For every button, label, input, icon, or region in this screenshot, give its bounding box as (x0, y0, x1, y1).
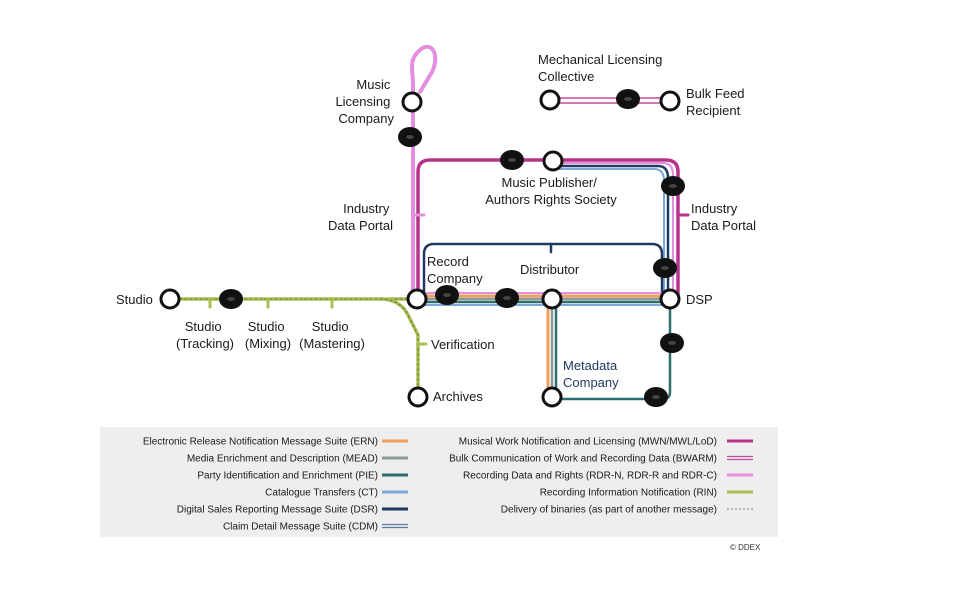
station-mlc[interactable] (539, 89, 561, 111)
station-dsp[interactable] (659, 288, 681, 310)
legend-left-3-label: Catalogue Transfers (CT) (265, 488, 378, 499)
station-studio[interactable] (159, 288, 181, 310)
route-rdr-inner (554, 162, 674, 297)
label-industry-data-portal-left: Industry Data Portal (328, 201, 393, 233)
legend-right-1-label: Bulk Communication of Work and Recording… (449, 454, 717, 465)
label-record-company: Record Company (427, 254, 483, 286)
station-distributor[interactable] (541, 288, 563, 310)
label-bulk-feed: Bulk Feed Recipient (686, 86, 748, 118)
stations (159, 89, 681, 408)
legend: Electronic Release Notification Message … (100, 427, 778, 537)
legend-background (100, 427, 778, 537)
label-studio: Studio (116, 292, 153, 307)
legend-right-2-label: Recording Data and Rights (RDR-N, RDR-R … (463, 471, 717, 482)
stop-right-lower[interactable] (660, 333, 684, 353)
stop-metadata-bottom[interactable] (644, 387, 668, 407)
stop-trunk-2[interactable] (495, 288, 519, 308)
stop-publisher-left[interactable] (500, 150, 524, 170)
station-bulk-feed[interactable] (659, 90, 681, 112)
route-binaries-branch (379, 298, 419, 396)
label-metadata-company: Metadata Company (563, 358, 621, 390)
station-metadata-company[interactable] (541, 386, 563, 408)
route-rin-branch (378, 297, 420, 397)
label-music-publisher: Music Publisher/ Authors Rights Society (485, 175, 617, 207)
label-archives: Archives (433, 389, 483, 404)
label-mlc: Mechanical Licensing Collective (538, 52, 666, 84)
stop-mlc-link[interactable] (398, 127, 422, 147)
interchange-stops (219, 89, 685, 407)
legend-left-5-label: Claim Detail Message Suite (CDM) (223, 522, 378, 533)
legend-right-4-label: Delivery of binaries (as part of another… (501, 505, 717, 516)
legend-right-3-label: Recording Information Notification (RIN) (540, 488, 717, 499)
legend-left-2-label: Party Identification and Enrichment (PIE… (197, 471, 378, 482)
stop-right-middle[interactable] (653, 258, 677, 278)
label-distributor: Distributor (520, 262, 580, 277)
label-studio-tracking: Studio (Tracking) (176, 319, 234, 351)
legend-right-column: Musical Work Notification and Licensing … (449, 437, 753, 516)
station-labels: Studio Studio (Tracking) Studio (Mixing)… (116, 52, 756, 404)
label-music-licensing-company: Music Licensing Company (335, 77, 394, 126)
route-rdr-loop (410, 44, 438, 302)
label-studio-mixing: Studio (Mixing) (245, 319, 291, 351)
station-music-publisher[interactable] (542, 150, 564, 172)
legend-left-4-label: Digital Sales Reporting Message Suite (D… (177, 505, 378, 516)
stop-bwarm[interactable] (616, 89, 640, 109)
legend-left-1-label: Media Enrichment and Description (MEAD) (187, 454, 378, 465)
stop-trunk-1[interactable] (435, 285, 459, 305)
legend-left-column: Electronic Release Notification Message … (143, 437, 408, 533)
legend-right-0-label: Musical Work Notification and Licensing … (459, 437, 717, 448)
label-industry-data-portal-right: Industry Data Portal (691, 201, 756, 233)
station-archives[interactable] (407, 386, 429, 408)
stop-studio-tracking[interactable] (219, 289, 243, 309)
label-dsp: DSP (686, 292, 713, 307)
station-record-company[interactable] (406, 288, 428, 310)
stop-right-upper[interactable] (661, 176, 685, 196)
route-dsr-arch (422, 242, 664, 300)
legend-left-0-label: Electronic Release Notification Message … (143, 437, 378, 448)
station-music-licensing-company[interactable] (401, 91, 423, 113)
label-studio-mastering: Studio (Mastering) (299, 319, 365, 351)
copyright: © DDEX (730, 543, 761, 552)
label-verification: Verification (431, 337, 495, 352)
